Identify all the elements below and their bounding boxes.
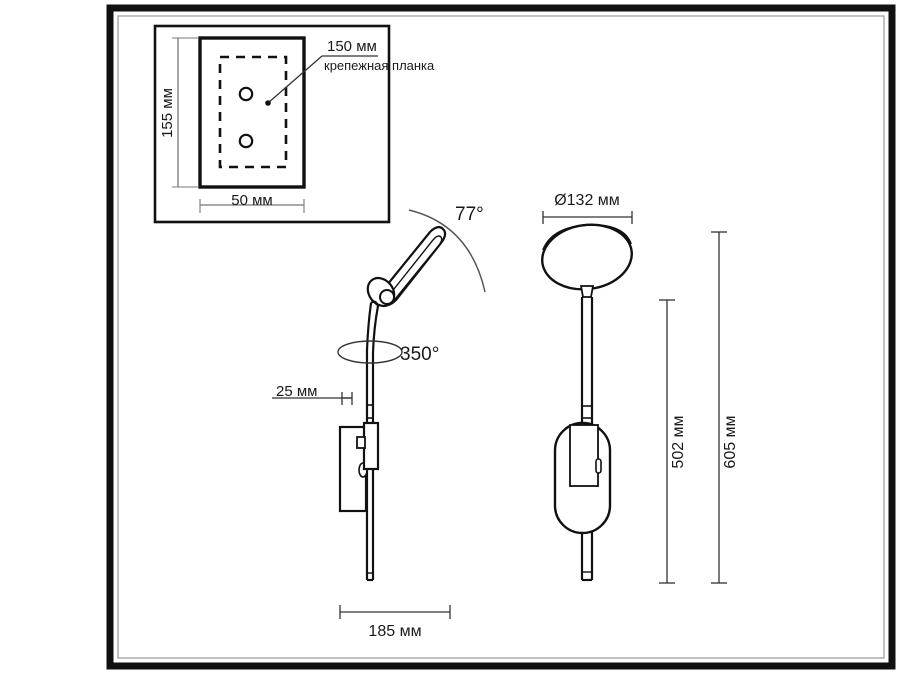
wall-plate-front [553, 421, 612, 535]
label-mounting-plate-caption: крепежная планка [324, 58, 435, 73]
dimension-head-diameter [542, 211, 633, 224]
lamp-head-front [541, 223, 633, 291]
label-depth: 185 мм [368, 623, 421, 640]
label-rotation-angle: 350° [400, 344, 439, 365]
lamp-head-joint [366, 276, 396, 308]
mounting-hole-lower [238, 133, 254, 149]
side-view-lamp [272, 209, 486, 619]
mounting-plate-dashed-area [218, 55, 288, 169]
mounting-hole-upper [238, 86, 254, 102]
label-inset-height: 155 мм [159, 88, 176, 138]
label-height-502: 502 мм [670, 415, 687, 468]
dimension-inset-height [172, 37, 199, 188]
lamp-arm-side [365, 300, 380, 430]
front-view-lamp [541, 211, 727, 584]
dimension-depth-185 [339, 605, 451, 619]
tilt-angle-arc [408, 209, 486, 293]
label-inset-width: 150 мм [327, 38, 377, 55]
rotation-angle-ellipse [337, 340, 403, 364]
lamp-neck-front [579, 285, 595, 298]
dimension-inset-plate-width [199, 199, 305, 213]
mounting-plate-outline [198, 36, 306, 189]
detail-inset-panel [153, 24, 391, 224]
label-tilt-angle: 77° [455, 204, 484, 225]
label-height-605: 605 мм [722, 415, 739, 468]
dimension-height-502 [659, 299, 675, 584]
label-plate-width: 50 мм [231, 192, 272, 209]
dimension-offset-25 [272, 392, 353, 405]
label-head-diameter: Ø132 мм [554, 192, 620, 209]
lamp-housing-side [356, 421, 380, 471]
label-offset: 25 мм [276, 383, 317, 400]
dimension-height-605 [711, 231, 727, 584]
leader-line-mounting-plate [265, 55, 378, 106]
lamp-stem-joint-marks [367, 404, 373, 419]
